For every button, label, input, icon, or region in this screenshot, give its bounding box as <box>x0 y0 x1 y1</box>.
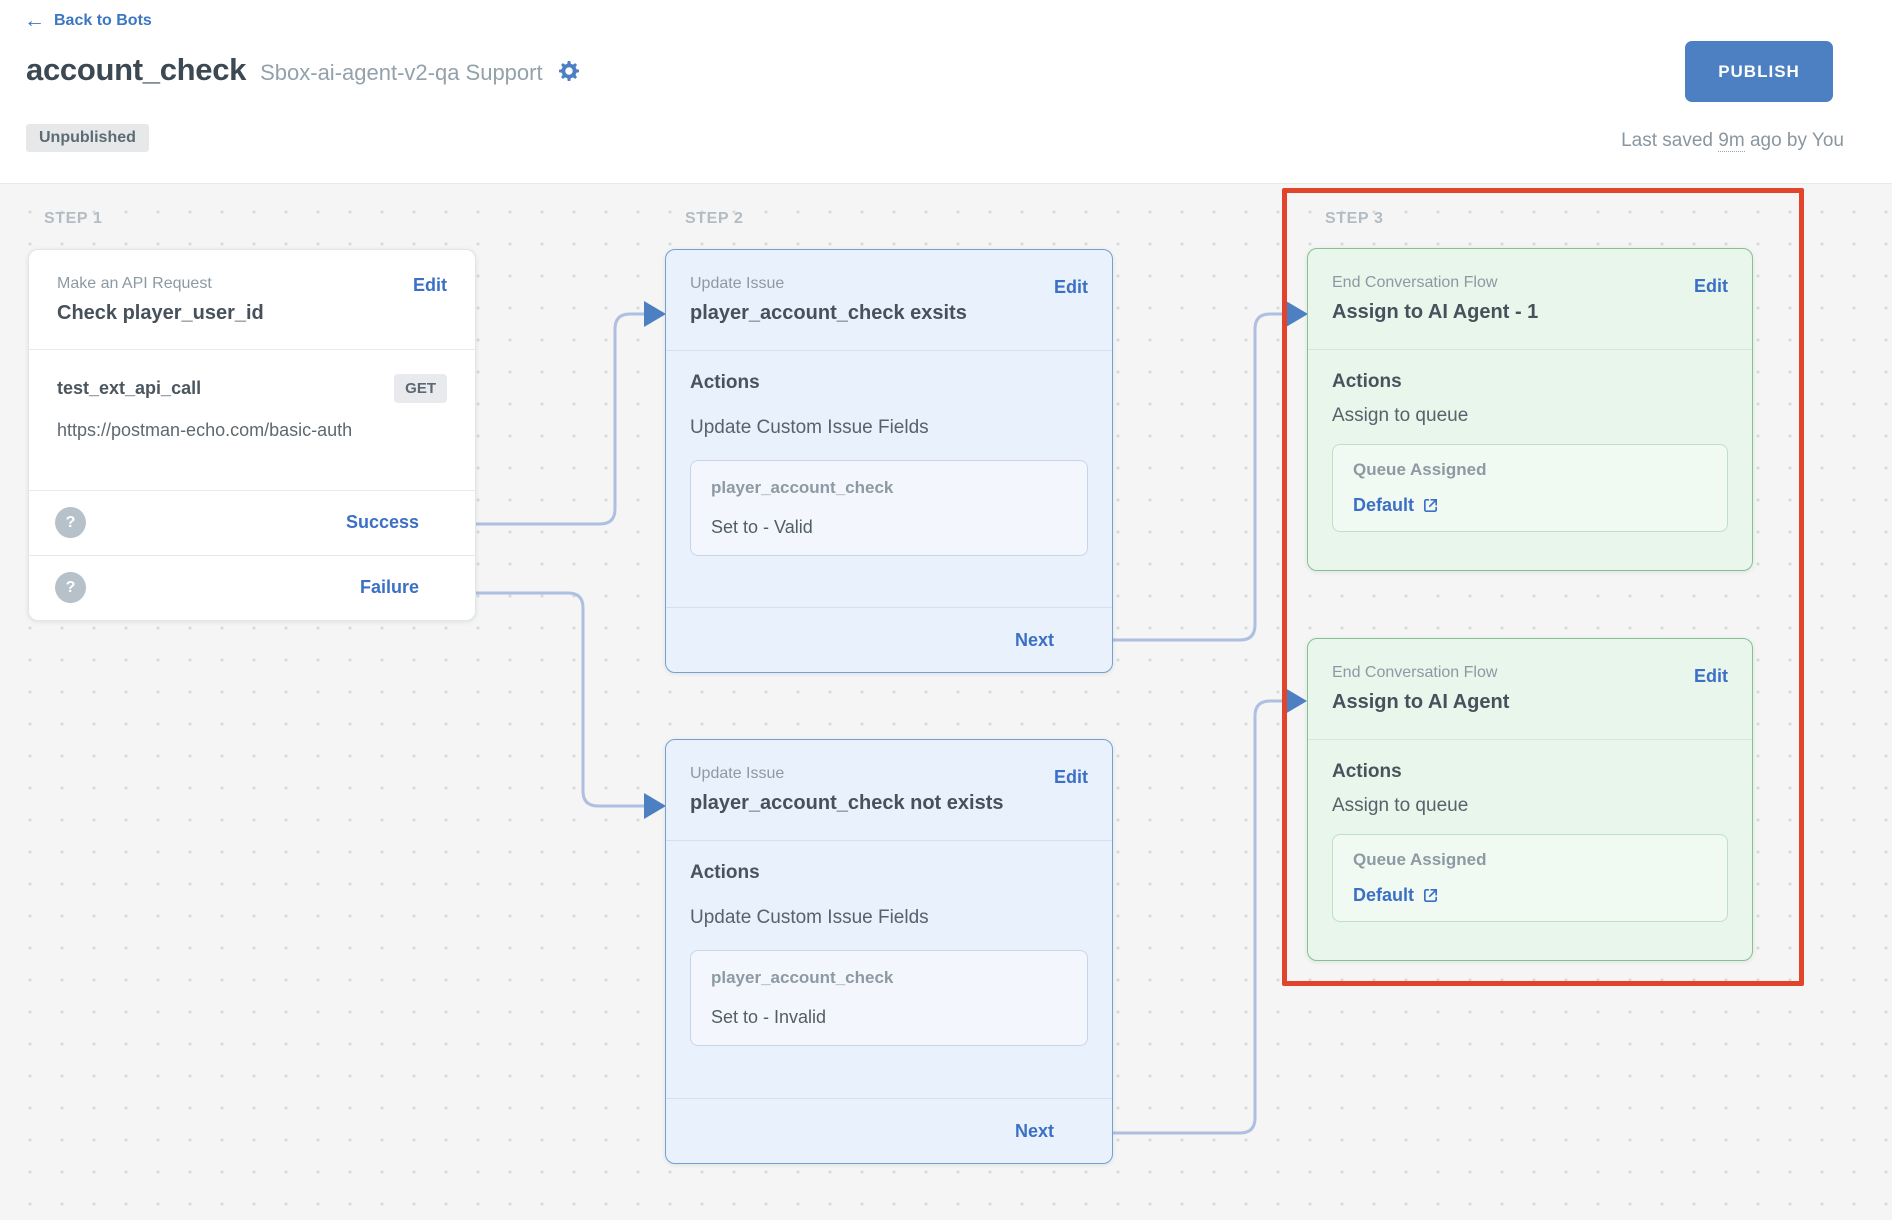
step1-label: STEP 1 <box>44 210 103 227</box>
flow-canvas[interactable]: STEP 1 STEP 2 STEP 3 Make an API Request… <box>0 183 1892 1220</box>
api-url: https://postman-echo.com/basic-auth <box>57 420 353 441</box>
bot-subtitle: Sbox-ai-agent-v2-qa Support <box>260 60 543 85</box>
field-value: Set to - Valid <box>711 517 813 537</box>
step3-card-agent[interactable]: End Conversation Flow Assign to AI Agent… <box>1307 638 1753 961</box>
arrowhead-step2a <box>644 301 666 327</box>
field-name: Queue Assigned <box>1353 850 1487 869</box>
action-name: Update Custom Issue Fields <box>690 417 929 438</box>
queue-field-box: Queue Assigned Default <box>1332 834 1728 922</box>
title-row: account_check Sbox-ai-agent-v2-qa Suppor… <box>26 52 581 88</box>
last-saved-suffix: ago by You <box>1744 130 1844 151</box>
actions-title: Actions <box>1332 761 1402 782</box>
step2b-card-body: Actions Update Custom Issue Fields playe… <box>666 840 1112 1098</box>
connector-step2b-to-step3b <box>1080 699 1288 1135</box>
step3b-card-name: Assign to AI Agent <box>1332 691 1510 713</box>
queue-default-link[interactable]: Default <box>1353 885 1439 906</box>
step2-card-exists[interactable]: Update Issue player_account_check exsits… <box>665 249 1113 673</box>
step3a-type-label: End Conversation Flow <box>1332 274 1498 291</box>
success-outcome-row: ? Success <box>29 489 475 555</box>
queue-default-link[interactable]: Default <box>1353 495 1439 516</box>
step1-card-api-request[interactable]: Make an API Request Check player_user_id… <box>28 249 476 621</box>
step2-card-not-exists[interactable]: Update Issue player_account_check not ex… <box>665 739 1113 1164</box>
step3-label: STEP 3 <box>1325 210 1384 227</box>
step2a-card-body: Actions Update Custom Issue Fields playe… <box>666 350 1112 607</box>
step3b-card-header: End Conversation Flow Assign to AI Agent… <box>1308 639 1752 739</box>
step1-type-label: Make an API Request <box>57 275 212 292</box>
step3b-edit-link[interactable]: Edit <box>1694 666 1728 686</box>
failure-label: Failure <box>359 577 419 598</box>
arrowhead-step3a <box>1286 301 1308 327</box>
step3a-card-header: End Conversation Flow Assign to AI Agent… <box>1308 249 1752 349</box>
step2b-card-name: player_account_check not exists <box>690 792 1004 814</box>
external-link-icon <box>1423 498 1438 513</box>
publish-button[interactable]: PUBLISH <box>1685 41 1833 102</box>
action-name: Assign to queue <box>1332 405 1469 426</box>
connector-success-to-step2a <box>440 312 647 526</box>
step3b-card-body: Actions Assign to queue Queue Assigned D… <box>1308 739 1752 960</box>
step2b-type-label: Update Issue <box>690 765 785 782</box>
step2a-edit-link[interactable]: Edit <box>1054 277 1088 297</box>
http-method-badge: GET <box>394 374 447 404</box>
queue-field-box: Queue Assigned Default <box>1332 444 1728 532</box>
last-saved-prefix: Last saved <box>1621 130 1719 151</box>
success-label: Success <box>345 512 419 533</box>
actions-title: Actions <box>690 372 760 393</box>
back-to-bots-label: Back to Bots <box>54 11 152 29</box>
failure-outcome-row: ? Failure <box>29 554 475 620</box>
bot-title: account_check <box>26 52 247 87</box>
back-arrow-icon: ← <box>24 9 45 32</box>
help-glyph: ? <box>65 578 76 596</box>
field-name: player_account_check <box>711 478 894 497</box>
step3a-card-name: Assign to AI Agent - 1 <box>1332 301 1539 323</box>
last-saved-text: Last saved 9m ago by You <box>1621 130 1844 152</box>
external-link-icon <box>1423 888 1438 903</box>
arrowhead-step3b <box>1285 688 1307 714</box>
actions-title: Actions <box>1332 371 1402 392</box>
last-saved-time[interactable]: 9m <box>1718 130 1745 152</box>
next-label[interactable]: Next <box>1014 629 1054 650</box>
step2b-card-header: Update Issue player_account_check not ex… <box>666 740 1112 840</box>
step3a-card-body: Actions Assign to queue Queue Assigned D… <box>1308 349 1752 570</box>
step3-card-agent-1[interactable]: End Conversation Flow Assign to AI Agent… <box>1307 248 1753 571</box>
step3a-edit-link[interactable]: Edit <box>1694 276 1728 296</box>
arrowhead-step2b <box>644 793 666 819</box>
actions-title: Actions <box>690 862 760 883</box>
help-icon[interactable]: ? <box>55 572 86 604</box>
connector-step2a-to-step3a <box>1078 312 1289 642</box>
help-glyph: ? <box>65 513 76 531</box>
issue-field-box: player_account_check Set to - Invalid <box>690 950 1088 1046</box>
step2a-card-name: player_account_check exsits <box>690 302 967 324</box>
action-name: Update Custom Issue Fields <box>690 907 929 928</box>
api-name: test_ext_api_call <box>57 378 202 399</box>
field-name: Queue Assigned <box>1353 460 1487 479</box>
step2b-card-footer: Next <box>666 1098 1112 1163</box>
gear-icon[interactable] <box>557 59 581 83</box>
step2b-edit-link[interactable]: Edit <box>1054 767 1088 787</box>
status-badge: Unpublished <box>26 124 149 152</box>
step2a-card-footer: Next <box>666 607 1112 672</box>
field-name: player_account_check <box>711 968 894 987</box>
back-to-bots-link[interactable]: ← Back to Bots <box>24 10 152 31</box>
step1-api-section: test_ext_api_call GET https://postman-ec… <box>29 349 475 490</box>
step1-card-header: Make an API Request Check player_user_id… <box>29 250 475 349</box>
step1-edit-link[interactable]: Edit <box>413 275 447 295</box>
field-value: Set to - Invalid <box>711 1007 827 1027</box>
action-name: Assign to queue <box>1332 795 1469 816</box>
step1-card-name: Check player_user_id <box>57 302 264 324</box>
queue-default-label: Default <box>1353 885 1415 905</box>
page-header: ← Back to Bots account_check Sbox-ai-age… <box>0 0 1892 183</box>
step3b-type-label: End Conversation Flow <box>1332 664 1498 681</box>
step2-label: STEP 2 <box>685 210 744 227</box>
connector-failure-to-step2b <box>440 591 647 808</box>
step2a-type-label: Update Issue <box>690 275 785 292</box>
queue-default-label: Default <box>1353 495 1415 515</box>
help-icon[interactable]: ? <box>55 507 86 539</box>
issue-field-box: player_account_check Set to - Valid <box>690 460 1088 556</box>
step2a-card-header: Update Issue player_account_check exsits… <box>666 250 1112 350</box>
next-label[interactable]: Next <box>1014 1120 1054 1141</box>
